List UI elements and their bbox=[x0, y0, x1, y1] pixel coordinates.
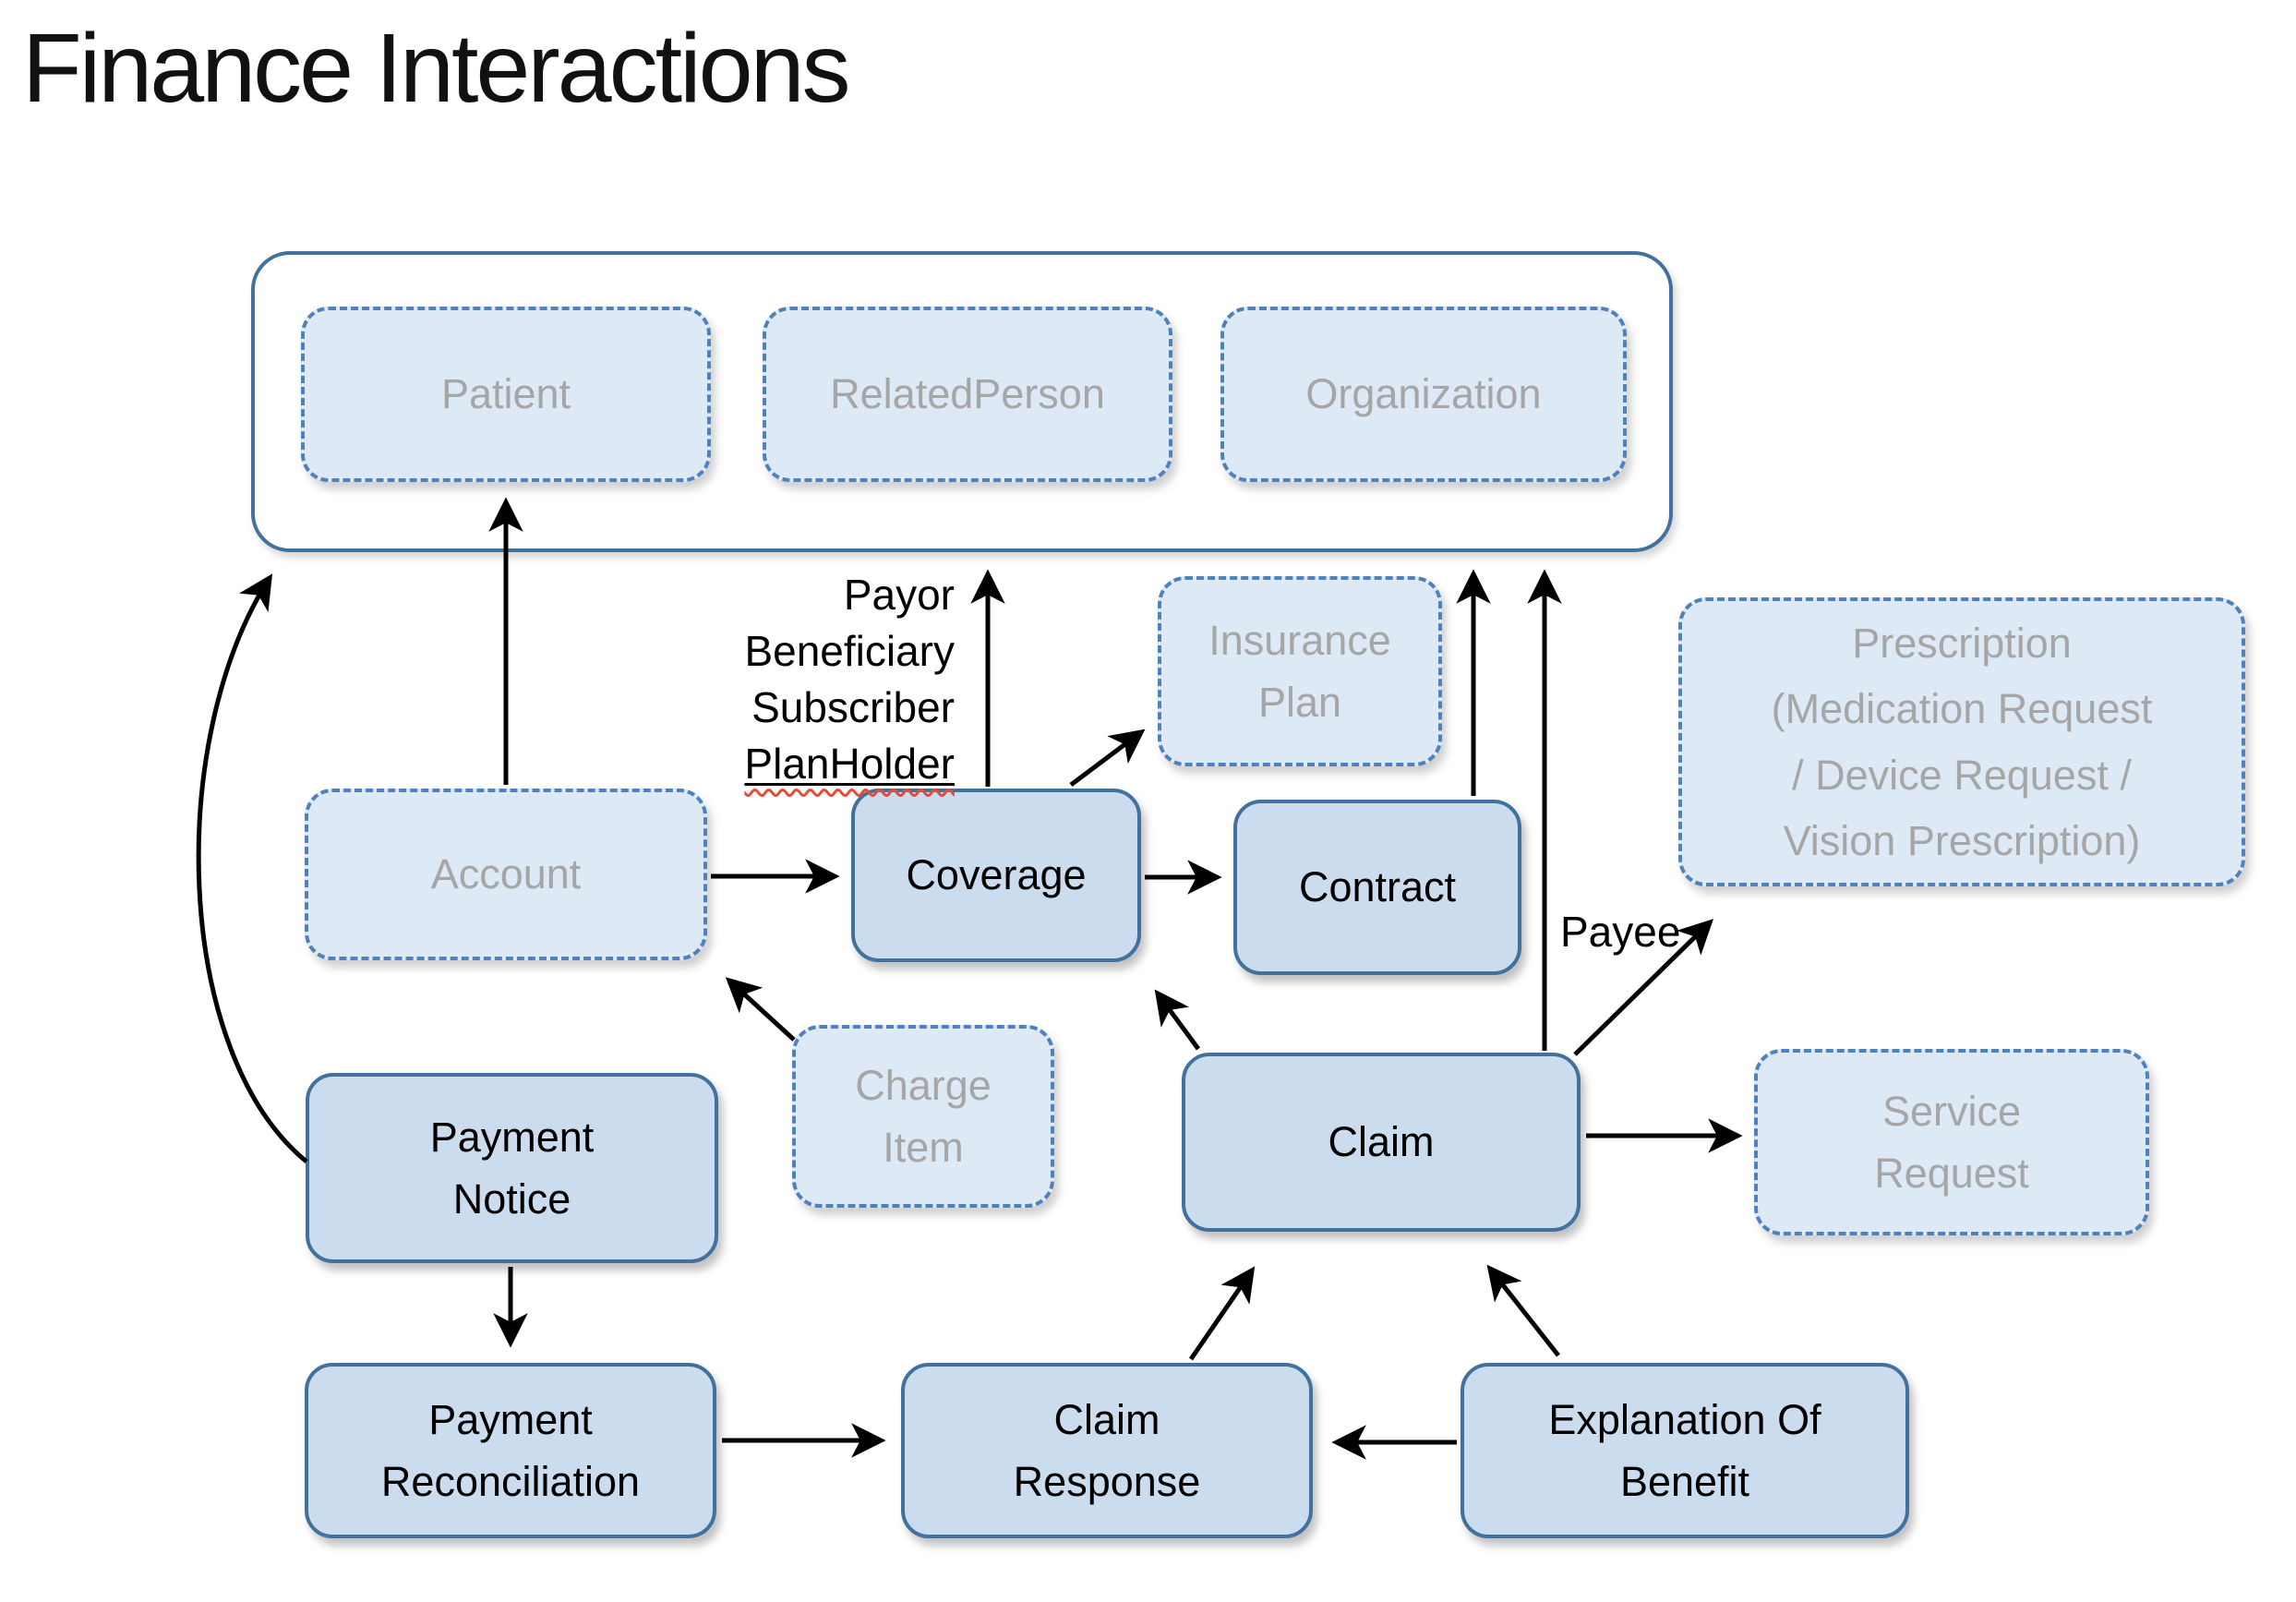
arrow-claim-response-to-claim bbox=[1188, 1266, 1256, 1361]
node-coverage: Coverage bbox=[851, 789, 1141, 962]
node-charge-item: Charge Item bbox=[792, 1025, 1054, 1208]
payee-label: Payee bbox=[1560, 908, 1681, 956]
node-explanation-of-benefit: Explanation Of Benefit bbox=[1461, 1363, 1909, 1538]
coverage-role-subscriber: Subscriber bbox=[751, 683, 955, 731]
node-claim-response-label: Claim Response bbox=[1013, 1395, 1201, 1506]
node-account: Account bbox=[305, 789, 707, 960]
coverage-role-planholder-text: PlanHolder bbox=[744, 740, 955, 788]
node-service-request: Service Request bbox=[1754, 1049, 2149, 1235]
node-contract: Contract bbox=[1233, 800, 1521, 975]
coverage-roles-label: Payor Beneficiary Subscriber PlanHolder bbox=[646, 567, 955, 792]
arrow-charge-item-to-account bbox=[725, 977, 796, 1042]
node-related-person-label: RelatedPerson bbox=[830, 370, 1105, 418]
node-insurance-plan: Insurance Plan bbox=[1158, 576, 1442, 766]
node-prescription: Prescription (Medication Request / Devic… bbox=[1678, 597, 2245, 886]
node-claim: Claim bbox=[1182, 1053, 1581, 1232]
page-title: Finance Interactions bbox=[22, 14, 851, 123]
arrow-claim-to-prescription bbox=[1573, 919, 1714, 1056]
coverage-role-planholder: PlanHolder bbox=[646, 736, 955, 792]
arrow-payment-notice-to-party-group bbox=[196, 573, 308, 1163]
coverage-role-beneficiary: Beneficiary bbox=[744, 627, 955, 675]
spellcheck-squiggle: PlanHolder bbox=[744, 740, 955, 788]
arrow-claim-to-coverage bbox=[1154, 989, 1201, 1051]
node-organization-label: Organization bbox=[1305, 370, 1542, 418]
arrow-coverage-to-insurance-plan bbox=[1069, 729, 1146, 787]
node-service-request-label: Service Request bbox=[1874, 1087, 2029, 1198]
node-explanation-of-benefit-label: Explanation Of Benefit bbox=[1548, 1395, 1821, 1506]
node-account-label: Account bbox=[430, 850, 582, 898]
node-payment-reconciliation-label: Payment Reconciliation bbox=[380, 1395, 641, 1506]
node-prescription-label: Prescription (Medication Request / Devic… bbox=[1771, 620, 2153, 864]
node-claim-label: Claim bbox=[1328, 1118, 1435, 1166]
node-payment-reconciliation: Payment Reconciliation bbox=[305, 1363, 716, 1538]
node-coverage-label: Coverage bbox=[906, 851, 1087, 899]
node-charge-item-label: Charge Item bbox=[855, 1061, 992, 1172]
arrow-eob-to-claim bbox=[1486, 1264, 1560, 1357]
node-payment-notice-label: Payment Notice bbox=[429, 1113, 595, 1223]
node-related-person: RelatedPerson bbox=[763, 307, 1172, 482]
coverage-role-payor: Payor bbox=[843, 571, 955, 619]
node-insurance-plan-label: Insurance Plan bbox=[1208, 616, 1391, 727]
node-patient: Patient bbox=[301, 307, 711, 482]
node-claim-response: Claim Response bbox=[901, 1363, 1313, 1538]
node-patient-label: Patient bbox=[440, 370, 571, 418]
node-contract-label: Contract bbox=[1298, 863, 1457, 911]
node-payment-notice: Payment Notice bbox=[306, 1073, 718, 1263]
node-organization: Organization bbox=[1220, 307, 1627, 482]
